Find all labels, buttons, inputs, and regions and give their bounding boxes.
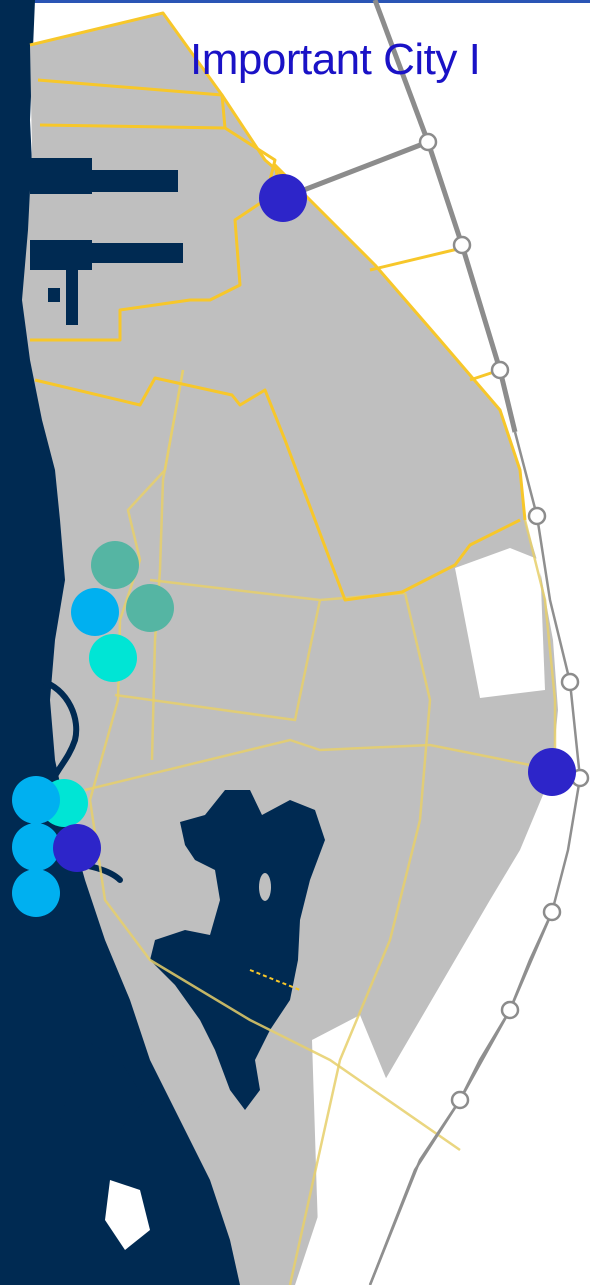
pier-3 [48,288,60,302]
marker-north-station[interactable] [259,174,307,222]
marker-east-station[interactable] [528,748,576,796]
top-border-strip [0,0,590,3]
station-7 [542,902,562,922]
district-border-1 [37,78,227,130]
district-border-3 [34,376,521,602]
station-5 [560,672,580,692]
pier-2-arm [88,243,183,263]
inlet-southwest [60,1040,145,1150]
marker-west-cluster-1[interactable] [91,541,139,589]
road-horizontal-2 [114,599,322,722]
district-border-north [29,11,527,521]
road-centre-vertical [150,369,185,761]
station-8 [500,1000,520,1020]
station-3 [490,360,510,380]
marker-southwest-3[interactable] [12,823,60,871]
marker-southwest-4[interactable] [53,824,101,872]
road-east-curve [288,592,432,1285]
marker-west-cluster-2[interactable] [71,588,119,636]
marker-west-cluster-4[interactable] [89,634,137,682]
markers-layer [12,174,576,917]
inlet-southwest-2 [105,1180,150,1250]
pier-2-stem [66,255,78,325]
road-west-arc [88,369,461,1152]
station-4 [527,506,547,526]
marker-west-cluster-3[interactable] [126,584,174,632]
marker-southwest-5[interactable] [12,869,60,917]
map-title: Important City I [190,35,481,84]
lagoon [150,790,325,1110]
lagoon-island [259,873,271,901]
station-1 [418,132,438,152]
road-horizontal-3 [84,738,556,792]
sea-region [0,0,260,1285]
white-zone-south [312,1015,395,1230]
railway-thick-north [372,0,431,143]
pier-2 [30,240,92,270]
marker-southwest-1[interactable] [12,776,60,824]
station-2 [452,235,472,255]
station-9 [450,1090,470,1110]
land-main [22,13,558,1285]
district-border-5 [369,246,463,272]
pier-1 [30,158,92,194]
lagoon-crossing [249,969,301,991]
road-east-edge [523,519,557,770]
pier-1-arm [88,170,178,192]
white-zone-east [455,548,545,698]
